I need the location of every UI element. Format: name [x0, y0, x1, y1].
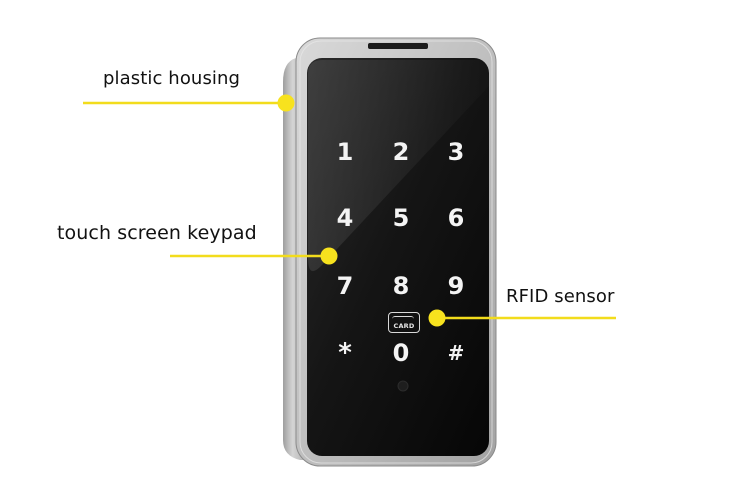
key-7: 7: [336, 272, 354, 300]
indicator-dot: [397, 380, 409, 392]
card-icon: CARD: [388, 312, 420, 333]
label-plastic-housing: plastic housing: [103, 68, 241, 89]
key-4: 4: [336, 204, 354, 232]
key-9: 9: [447, 272, 465, 300]
key-3: 3: [447, 138, 465, 166]
key-5: 5: [392, 204, 410, 232]
label-touch-screen-keypad: touch screen keypad: [57, 222, 257, 244]
callout-rfid: [428, 309, 616, 327]
screen-glare: [308, 60, 489, 272]
callout-keypad: [170, 247, 338, 265]
key-6: 6: [447, 204, 465, 232]
key-hash: #: [447, 341, 465, 365]
key-1: 1: [336, 138, 354, 166]
top-slot: [368, 43, 428, 49]
key-2: 2: [392, 138, 410, 166]
key-0: 0: [392, 339, 410, 367]
card-icon-text: CARD: [393, 322, 415, 330]
key-8: 8: [392, 272, 410, 300]
callout-housing: [83, 94, 295, 112]
label-rfid-sensor: RFID sensor: [506, 286, 615, 307]
key-star: *: [338, 338, 352, 368]
